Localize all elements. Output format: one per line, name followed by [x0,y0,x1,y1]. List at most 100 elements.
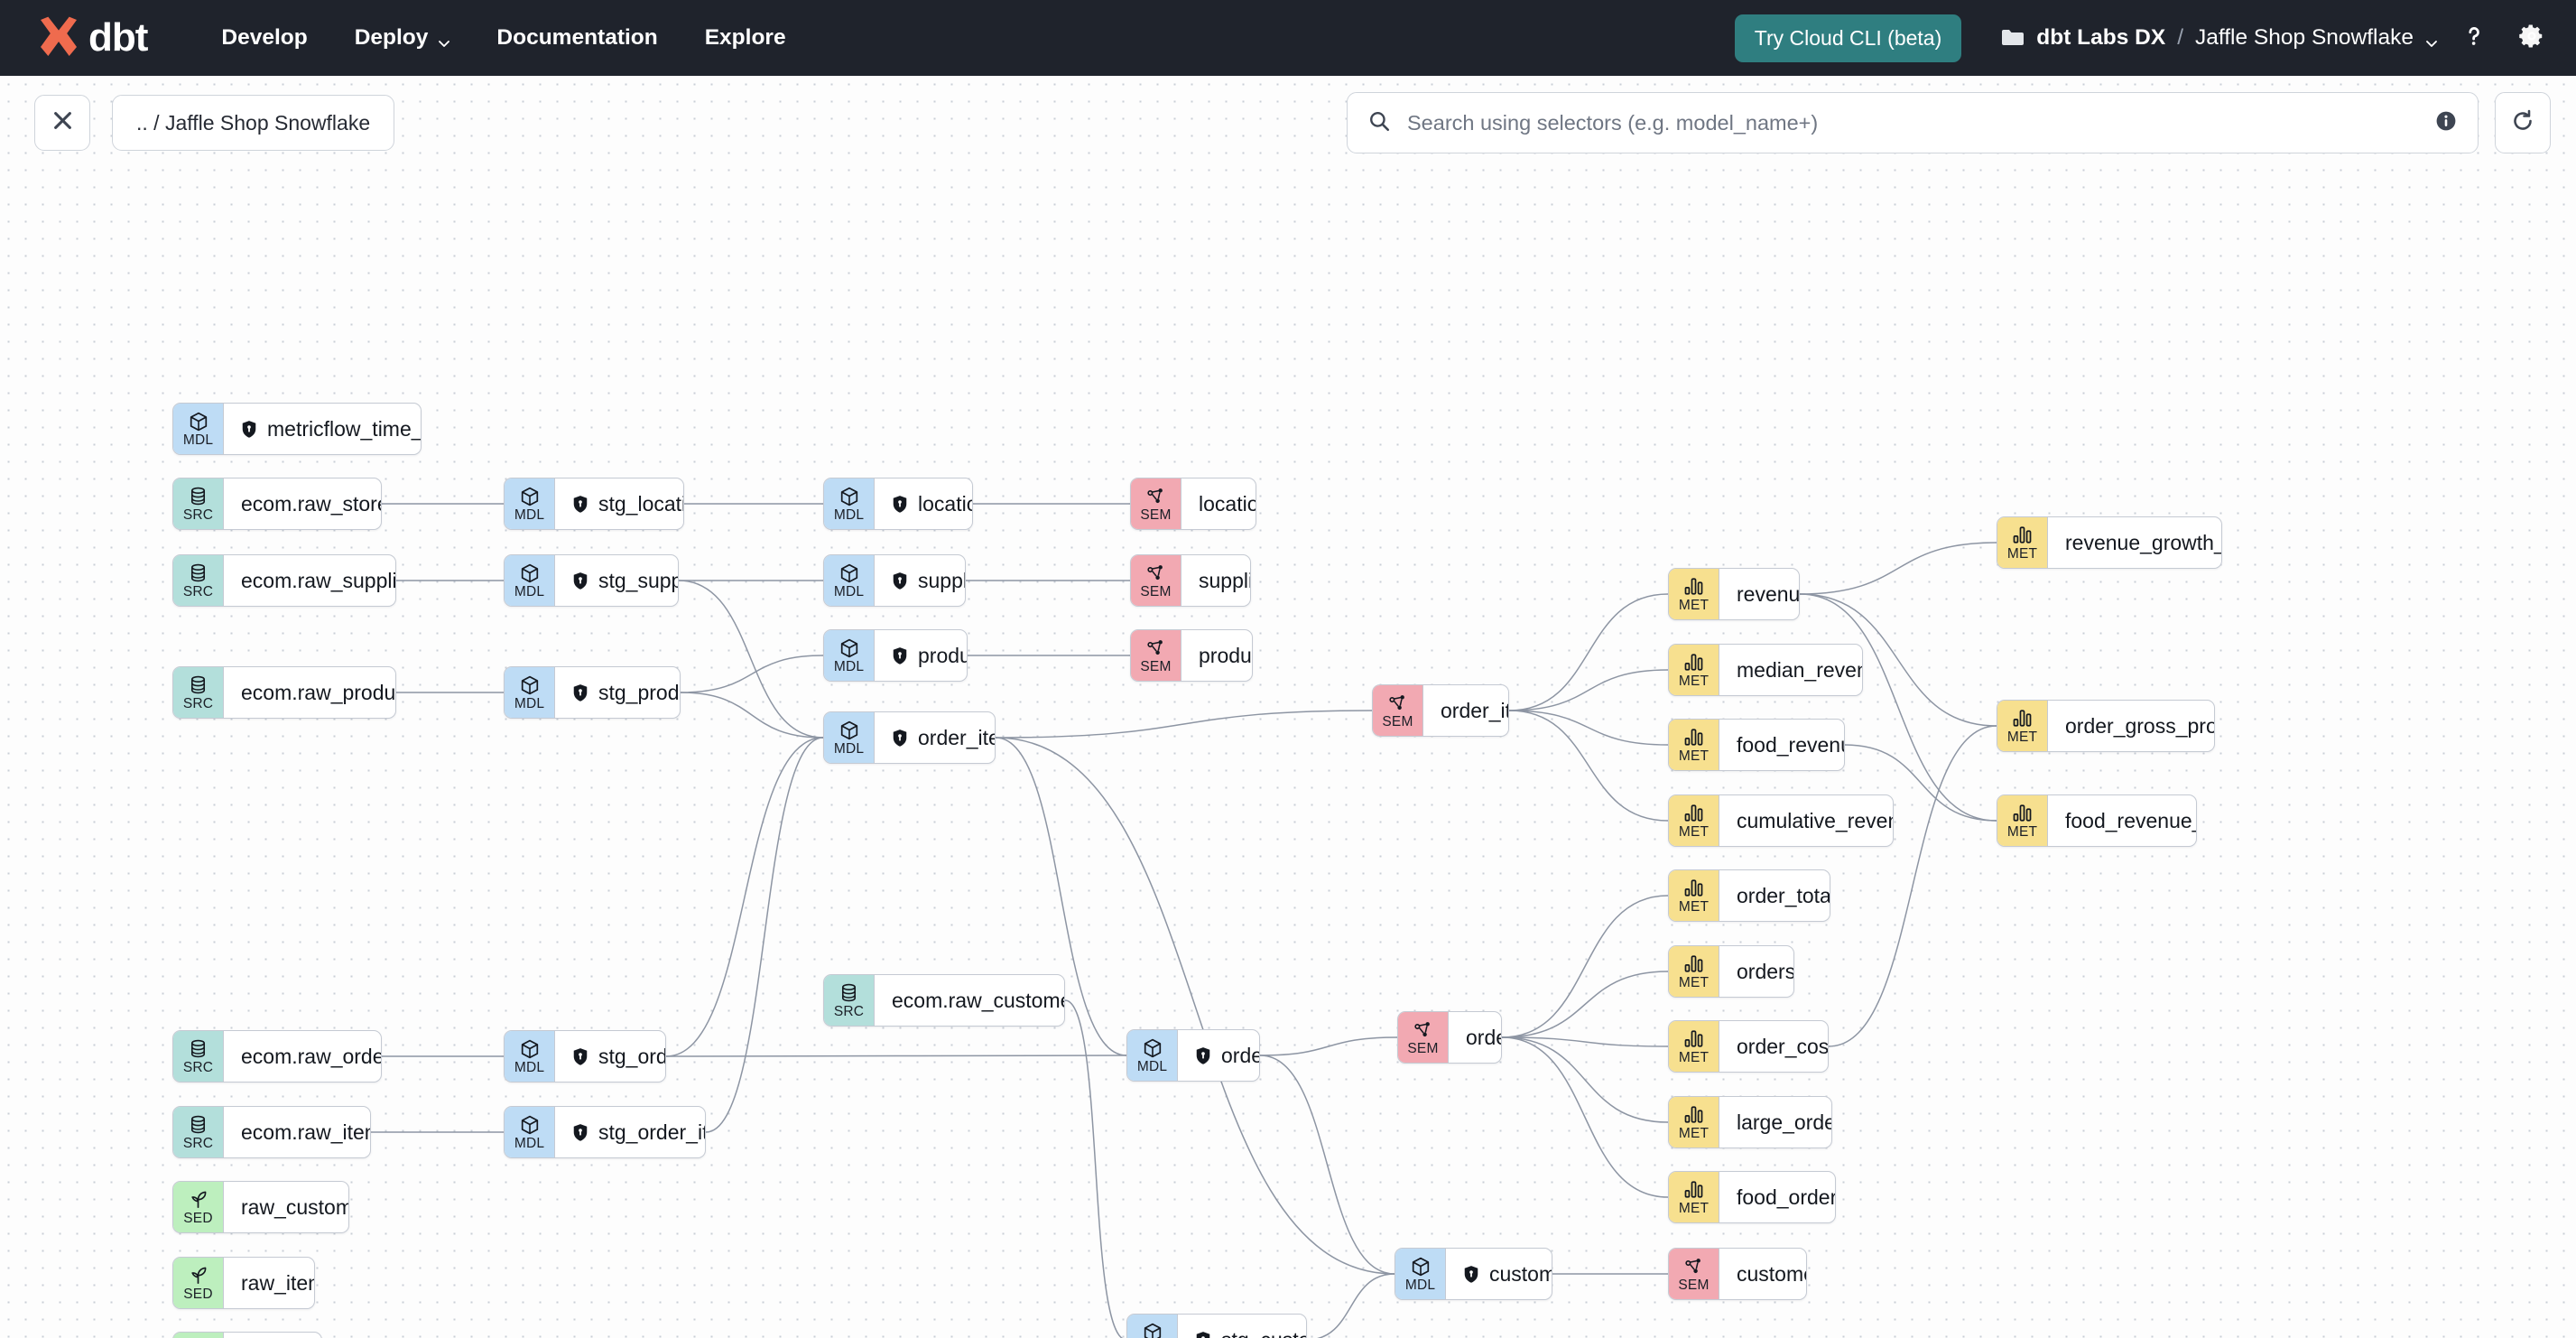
close-button[interactable] [34,95,90,151]
contract-shield-icon [572,683,588,702]
node-body: supplies [875,555,965,606]
breadcrumb-pill[interactable]: .. / Jaffle Shop Snowflake [112,95,395,151]
edge-met_order_cost-to-met_order_gross_profit [1828,725,1997,1047]
node-label: ecom.raw_stores [241,491,381,516]
database-icon [188,674,209,696]
node-label: products [1199,643,1252,667]
contract-shield-icon [892,646,908,665]
node-type-label: SEM [1407,1040,1439,1056]
database-icon [188,1114,209,1136]
nav-item-documentation[interactable]: Documentation [473,16,681,60]
edge-sem_order_item-to-met_revenue [1508,593,1669,711]
edge-sem_orders-to-met_order_cost [1501,1036,1669,1047]
node-type-badge-src: SRC [173,555,224,606]
bar-chart-icon [1683,953,1705,975]
node-body: ecom.raw_products [224,667,395,718]
help-button[interactable] [2453,17,2495,59]
account-name[interactable]: dbt Labs DX [2036,25,2166,50]
node-type-label: MDL [833,506,865,523]
node-type-badge-mdl: MDL [824,630,875,681]
node-body: revenue [1719,569,1799,619]
node-body: order_cost [1719,1021,1828,1072]
dbt-logo[interactable]: dbt [34,15,148,60]
lineage-graph-canvas[interactable]: MDLmetricflow_time_spineSRCecom.raw_stor… [0,76,2576,1338]
node-type-label: MDL [833,658,865,674]
node-type-badge-met: MET [1997,701,2048,751]
node-type-badge-sed: SED [173,1182,224,1232]
seedling-icon [188,1265,209,1287]
node-label: order_item [1441,698,1508,722]
edge-mdl_order_items-to-mdl_customers [995,737,1395,1275]
node-label: products [918,643,967,667]
contract-shield-icon [1195,1046,1211,1065]
graph-node-mdl_orders[interactable]: MDLorders [1126,1029,1260,1082]
node-type-badge-sem: SEM [1669,1249,1719,1299]
graph-node-sem_products[interactable]: SEMproducts [1130,629,1253,682]
graph-node-mdl_products[interactable]: MDL products [823,629,968,682]
node-type-label: MET [2006,729,2038,745]
lineage-edges [371,503,1997,1338]
graph-node-mdl_supplies[interactable]: MDLsupplies [823,554,966,607]
graph-node-sem_customers[interactable]: SEMcustomers [1668,1248,1807,1300]
navbar-right-group: Try Cloud CLI (beta) dbt Labs DX / Jaffl… [1734,0,2553,76]
graph-node-mdl_customers[interactable]: MDLcustomers [1395,1248,1552,1300]
try-cloud-cli-button[interactable]: Try Cloud CLI (beta) [1734,14,1962,62]
node-body: large_order [1719,1097,1831,1148]
bar-chart-icon [1683,727,1705,748]
graph-node-sem_locations[interactable]: SEMlocations [1130,478,1256,530]
graph-node-sem_orders[interactable]: SEMorders [1397,1011,1502,1064]
graph-node-sem_supplies[interactable]: SEMsupplies [1130,554,1251,607]
node-type-label: MET [1678,673,1710,689]
node-type-badge-met: MET [1669,946,1719,997]
nav-item-deploy[interactable]: Deploy [331,16,474,60]
cube-icon [1142,1322,1163,1338]
node-body: revenue_growth_mom [2048,517,2221,568]
search-icon [1367,109,1391,137]
nav-item-develop[interactable]: Develop [198,16,330,60]
nav-item-explore[interactable]: Explore [681,16,810,60]
node-type-label: MET [1678,974,1710,990]
bar-chart-icon [1683,652,1705,674]
node-type-badge-mdl: MDL [173,404,224,454]
settings-button[interactable] [2511,17,2553,59]
nav-item-documentation-label: Documentation [496,25,658,50]
cube-icon [519,1114,541,1136]
search-input[interactable] [1407,110,2418,135]
search-box[interactable] [1347,92,2479,153]
project-selector[interactable]: Jaffle Shop Snowflake [2195,25,2437,51]
edge-sem_orders-to-met_food_orders [1501,1036,1669,1198]
refresh-button[interactable] [2495,92,2551,153]
info-circle-icon[interactable] [2434,109,2458,137]
graph-node-mdl_locations[interactable]: MDLlocations [823,478,973,530]
